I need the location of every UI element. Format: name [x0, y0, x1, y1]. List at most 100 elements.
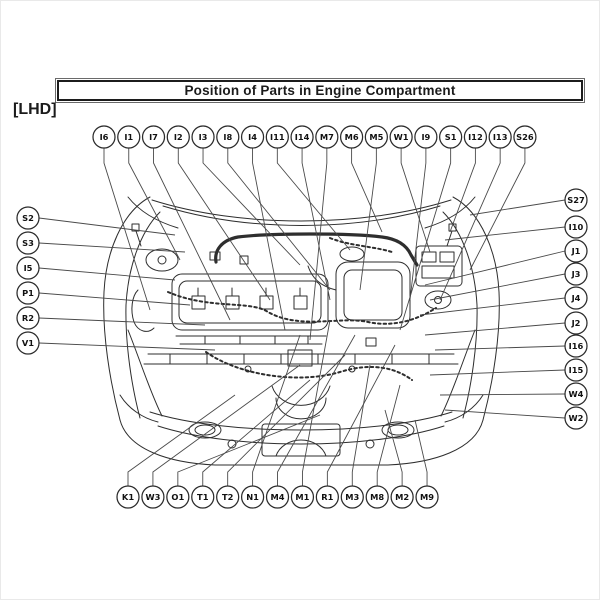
callout-label-M3: M3: [345, 492, 359, 502]
leader-line-I9: [409, 148, 427, 301]
variant-label: [LHD]: [13, 101, 57, 118]
leader-line-J4: [419, 297, 566, 316]
arch-right: [440, 329, 476, 417]
callout-label-M4: M4: [271, 492, 285, 502]
callout-S26: [513, 125, 537, 149]
fog-lamp-left: [188, 421, 222, 439]
license-plate-area: [261, 423, 341, 457]
air-inlet: [339, 246, 365, 262]
air-duct: [307, 265, 337, 291]
callout-label-W1: W1: [394, 132, 409, 142]
leader-line-I4: [252, 148, 286, 331]
apron-right: [442, 211, 478, 419]
leader-line-I7: [153, 148, 231, 321]
callout-J3: [564, 262, 588, 286]
a-pillar-right: [424, 196, 476, 229]
bolt-1: [244, 365, 252, 373]
fog-lamp-right: [381, 421, 415, 439]
callout-I14: [290, 125, 314, 149]
callout-W4: [564, 382, 588, 406]
callout-label-W4: W4: [569, 389, 584, 399]
hood-seal: [214, 232, 419, 267]
small-part-3: [365, 337, 377, 347]
callout-label-T1: T1: [197, 492, 209, 502]
callout-M9: [415, 485, 439, 509]
callout-M1: [290, 485, 315, 509]
callout-label-M6: M6: [345, 132, 359, 142]
leader-line-I1: [128, 148, 181, 261]
callout-I4: [240, 125, 265, 149]
leader-line-I8: [227, 148, 331, 291]
page-title: Position of Parts in Engine Compartment: [184, 83, 456, 98]
leader-line-S26: [469, 148, 526, 271]
fog-lamp-left-inner: [194, 424, 216, 436]
headlamp-right: [444, 394, 484, 423]
leader-line-T1: [202, 379, 311, 486]
callout-label-I14: I14: [295, 132, 310, 142]
callout-label-I11: I11: [270, 132, 285, 142]
bumper-outline: [119, 419, 484, 466]
strut-tower-left: [145, 248, 179, 272]
callout-P1: [16, 281, 40, 305]
callout-label-W2: W2: [569, 413, 584, 423]
callout-I13: [488, 125, 512, 149]
arch-left: [127, 329, 163, 417]
callout-label-J1: J1: [571, 246, 581, 256]
valve-cover-inner: [178, 280, 322, 324]
leader-line-M4: [277, 334, 356, 486]
fuse-box-cell-2: [439, 251, 455, 263]
connector-stem-right: [446, 230, 453, 247]
callout-label-S1: S1: [445, 132, 457, 142]
callout-M2: [390, 485, 414, 509]
leader-line-I14: [301, 148, 331, 301]
leader-line-V1: [38, 342, 216, 351]
fender-left: [103, 196, 151, 421]
leader-line-P1: [38, 292, 191, 306]
callout-label-V1: V1: [22, 338, 34, 348]
bolt-2: [348, 365, 356, 373]
plate-arc: [275, 439, 327, 457]
callout-T1: [191, 485, 215, 509]
callout-M5: [364, 125, 388, 149]
callout-label-J3: J3: [571, 269, 581, 279]
leader-line-I16: [434, 345, 566, 351]
callout-I2: [166, 125, 190, 149]
callout-label-M5: M5: [369, 132, 383, 142]
callout-I3: [191, 125, 215, 149]
leader-line-W2: [444, 409, 566, 419]
leader-line-T2: [227, 354, 346, 486]
leader-line-M9: [414, 419, 428, 486]
callout-I10: [564, 215, 588, 239]
leader-line-N1: [252, 334, 301, 486]
callout-I7: [141, 125, 166, 149]
fan-shroud: [271, 385, 331, 420]
callout-label-P1: P1: [22, 288, 34, 298]
leader-line-W4: [439, 393, 566, 396]
leader-line-M1: [301, 319, 331, 486]
callout-N1: [240, 485, 265, 509]
leader-line-R1: [326, 344, 396, 486]
callout-label-J4: J4: [571, 293, 581, 303]
leader-line-I3: [202, 148, 301, 266]
callout-I9: [414, 125, 438, 149]
callout-label-R2: R2: [22, 313, 34, 323]
callout-label-I10: I10: [569, 222, 584, 232]
reservoir-left: [131, 289, 155, 332]
engine-compartment-illustration: [103, 196, 500, 466]
callout-label-I13: I13: [493, 132, 508, 142]
callout-label-O1: O1: [171, 492, 184, 502]
leader-line-M2: [384, 409, 403, 486]
callout-I12: [463, 125, 488, 149]
leader-line-I5: [38, 267, 176, 281]
callout-label-N1: N1: [246, 492, 259, 502]
callout-M8: [365, 485, 389, 509]
callout-label-S26: S26: [516, 132, 534, 142]
callout-O1: [166, 485, 190, 509]
air-cleaner-lid: [343, 269, 403, 321]
leader-line-J2: [424, 322, 566, 336]
callout-I5: [16, 256, 40, 280]
callout-S3: [16, 231, 40, 255]
callout-I15: [564, 358, 588, 382]
